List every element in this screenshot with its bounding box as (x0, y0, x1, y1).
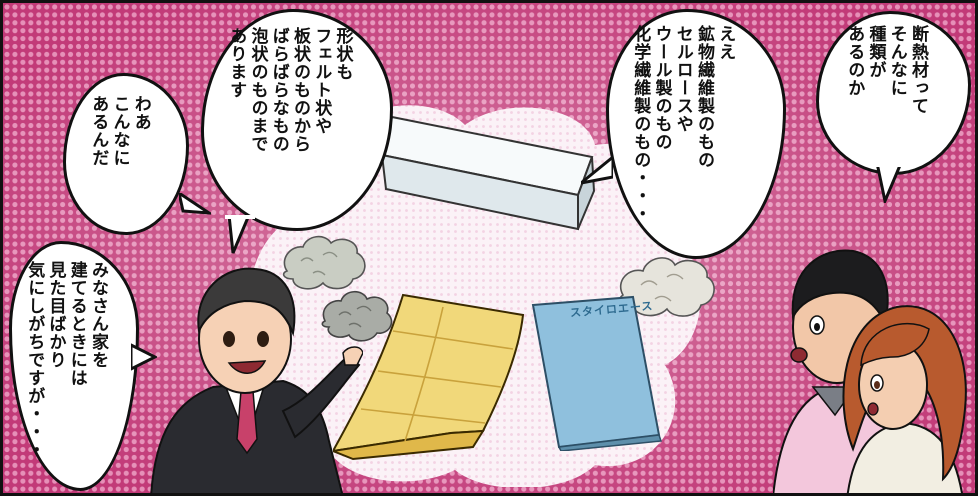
salesman-figure (150, 267, 363, 493)
speech-bubble-salesman-materials (606, 9, 786, 259)
customer-woman-figure (842, 305, 967, 493)
speech-text-salesman-intro: みなさん家を 建てるときには 見た目ばかり 気にしがちですが・・・ (24, 261, 108, 459)
speech-text-man: わあ こんなに あるんだ (88, 95, 151, 167)
speech-bubble-woman (816, 11, 971, 175)
speech-text-salesman-shapes: 形状も フェルト状や 板状のものから ばらばらなもの 泡状のものまで あります (226, 27, 353, 153)
speech-tail-man (179, 193, 211, 215)
speech-tail-woman (875, 163, 905, 203)
speech-tail-salesman-intro (131, 343, 157, 371)
loose-fill-pile-right (619, 257, 715, 317)
loose-fill-pile-center (321, 290, 393, 342)
foam-package (531, 295, 663, 451)
foam-board (380, 115, 596, 231)
speech-text-salesman-materials: ええ 鉱物繊維製のもの セルロースや ウール製のもの 化学繊維製のもの・・・ (630, 25, 736, 223)
speech-bubble-man (63, 73, 189, 235)
speech-tail-salesman-materials (581, 157, 613, 185)
speech-tail-salesman-shapes (225, 215, 255, 254)
speech-text-woman: 断熱材って そんなに 種類が あるのか (844, 25, 928, 115)
speech-bubble-salesman-shapes (201, 9, 393, 231)
felt-batt (333, 293, 525, 461)
loose-fill-pile-left (282, 235, 366, 290)
